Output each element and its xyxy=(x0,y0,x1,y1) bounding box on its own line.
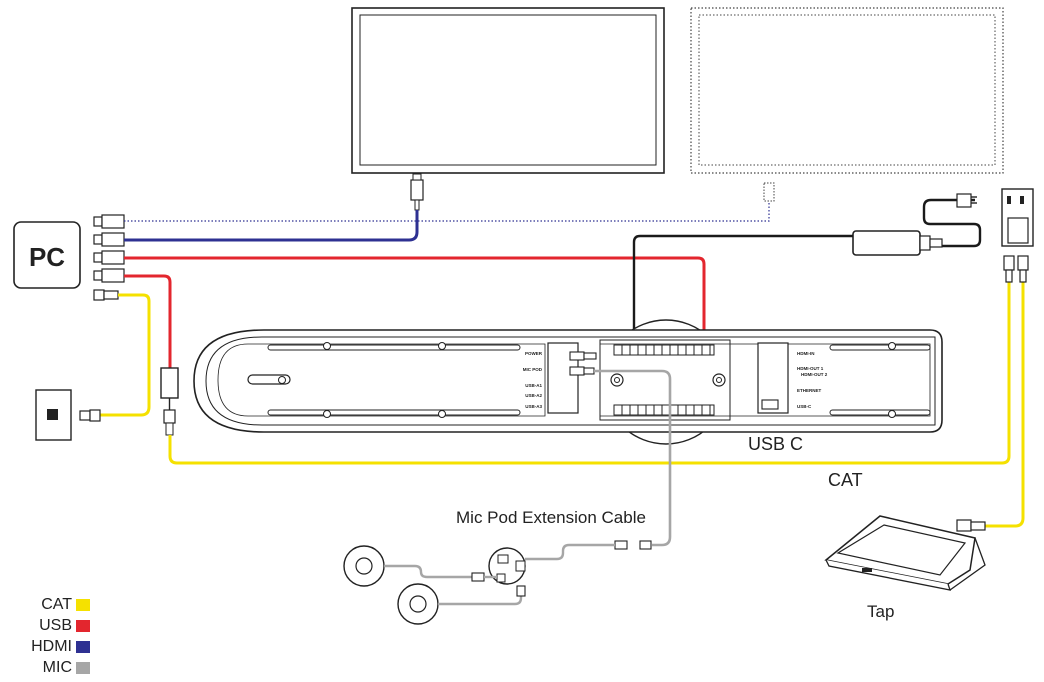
legend-swatch-cat xyxy=(76,598,90,611)
power-plug xyxy=(956,193,977,208)
port-label-usb-a2: USB-A2 xyxy=(525,393,542,398)
mic-cable-hub xyxy=(525,543,615,561)
usb-cable-hub xyxy=(124,274,172,368)
port-label-ethernet: ETHERNET xyxy=(797,388,822,393)
legend-swatch-hdmi xyxy=(76,640,90,653)
legend-label-cat: CAT xyxy=(41,595,72,613)
cat-label: CAT xyxy=(828,470,863,490)
port-label-usb-a1: USB-A1 xyxy=(525,383,542,388)
port-label-power: POWER xyxy=(525,351,543,356)
cable-legend: CAT USB HDMI MIC xyxy=(22,594,90,678)
port-label-mic-pod: MIC POD xyxy=(523,367,543,372)
mic-pod-extension-cable xyxy=(594,369,672,547)
legend-label-usb: USB xyxy=(39,616,72,634)
port-label-hdmi-in: HDMI-IN xyxy=(797,351,815,356)
rally-bar-plugs xyxy=(569,351,779,410)
ports-right-labels: HDMI-IN HDMI-OUT 1 HDMI-OUT 2 ETHERNET U… xyxy=(797,351,828,409)
hdmi-cable-second-display xyxy=(124,202,770,222)
mic-pod-hub xyxy=(488,547,526,585)
cat-cable-hub-switch xyxy=(168,282,1011,465)
mic-pod-extension-label: Mic Pod Extension Cable xyxy=(456,508,646,527)
mic-pod-2 xyxy=(397,583,439,625)
switch-ethernet-plugs xyxy=(1003,255,1029,283)
legend-item-mic: MIC xyxy=(22,657,90,678)
tap-controller xyxy=(824,515,986,591)
legend-item-usb: USB xyxy=(22,615,90,636)
power-cable-outlet xyxy=(922,198,982,248)
mic-pod-2-connector xyxy=(516,585,526,597)
legend-swatch-usb xyxy=(76,619,90,632)
rally-bar xyxy=(193,319,943,445)
power-outlet xyxy=(1001,188,1034,247)
hdmi-cable xyxy=(124,210,419,242)
cat-cable-pc-wall xyxy=(100,293,151,417)
tap-label: Tap xyxy=(867,602,894,621)
port-label-usb-a3: USB-A3 xyxy=(525,404,542,409)
hdmi-plug-display xyxy=(410,173,424,211)
power-brick xyxy=(852,230,943,256)
mic-cable-connectors xyxy=(614,540,652,550)
mic-cable-pod-2 xyxy=(438,596,523,606)
primary-display xyxy=(351,7,665,174)
mic-pod-1 xyxy=(343,545,385,587)
port-label-usb-c: USB-C xyxy=(797,404,812,409)
pc-label: PC xyxy=(29,242,65,272)
ports-left-labels: POWER MIC POD USB-A1 USB-A2 USB-A3 xyxy=(523,351,543,409)
pc-plugs xyxy=(93,214,125,301)
port-label-hdmi-out-1: HDMI-OUT 1 xyxy=(797,366,824,371)
legend-item-cat: CAT xyxy=(22,594,90,615)
mic-cable-pod-1 xyxy=(384,564,472,579)
optional-second-display xyxy=(690,7,1004,174)
usb-hub xyxy=(160,367,179,436)
legend-swatch-mic xyxy=(76,661,90,674)
pc-box: PC xyxy=(13,221,81,289)
legend-label-hdmi: HDMI xyxy=(31,637,72,655)
tap-ethernet-plug xyxy=(956,519,986,532)
legend-item-hdmi: HDMI xyxy=(22,636,90,657)
ethernet-wall-jack xyxy=(35,389,101,441)
mic-pod-1-connector xyxy=(471,572,485,582)
port-label-hdmi-out-2: HDMI-OUT 2 xyxy=(801,372,828,377)
legend-label-mic: MIC xyxy=(42,658,72,676)
hdmi-plug-second-display xyxy=(763,182,775,202)
usb-c-label: USB C xyxy=(748,434,803,454)
cat-cable-tap xyxy=(985,282,1025,528)
